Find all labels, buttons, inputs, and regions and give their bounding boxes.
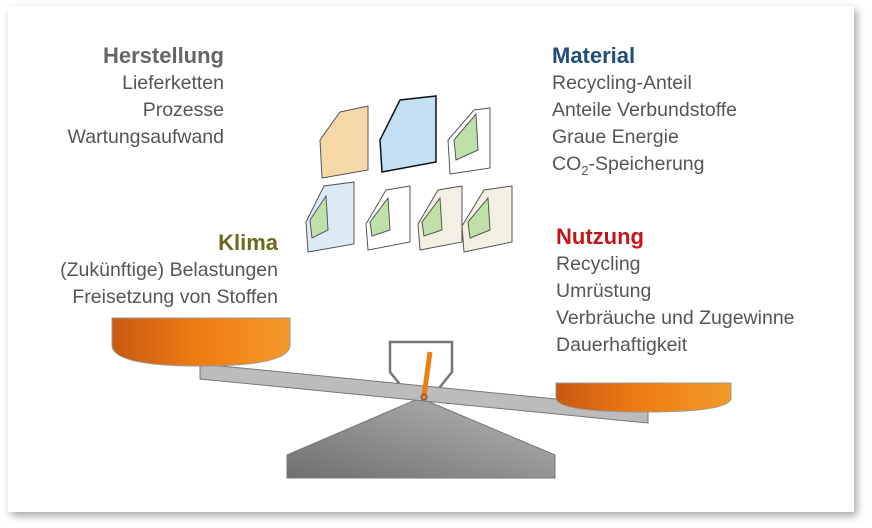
window-profiles-illustration [305,95,513,253]
window-profile-aluminium [379,95,437,173]
nutzung-item: Recycling [556,253,641,275]
scale-pointer [421,351,433,397]
scale-base [286,397,556,479]
material-item: Graue Energie [552,126,679,148]
nutzung-item: Verbräuche und Zugewinne [556,307,795,329]
klima-item: Freisetzung von Stoffen [72,286,278,308]
klima-title: Klima [218,230,278,255]
nutzung-title: Nutzung [556,224,644,249]
material-item: Anteile Verbundstoffe [552,99,738,121]
klima-section: Klima (Zukünftige) Belastungen Freisetzu… [60,229,278,311]
material-item-co2: CO2-Speicherung [552,153,705,178]
herstellung-title: Herstellung [102,43,224,68]
window-profile-wood [319,105,369,179]
herstellung-item: Wartungsaufwand [67,126,224,148]
left-scale-pan [111,317,291,367]
herstellung-section: Herstellung Lieferketten Prozesse Wartun… [68,42,224,151]
material-section: Material Recycling-Anteil Anteile Verbun… [552,42,737,184]
material-title: Material [552,43,636,68]
nutzung-item: Umrüstung [556,280,652,302]
nutzung-section: Nutzung Recycling Umrüstung Verbräuche u… [556,223,795,359]
klima-item: (Zukünftige) Belastungen [60,259,278,281]
material-item: Recycling-Anteil [552,72,692,94]
herstellung-item: Prozesse [142,99,224,121]
herstellung-item: Lieferketten [122,72,224,94]
nutzung-item: Dauerhaftigkeit [556,334,688,356]
right-scale-pan [555,382,732,413]
